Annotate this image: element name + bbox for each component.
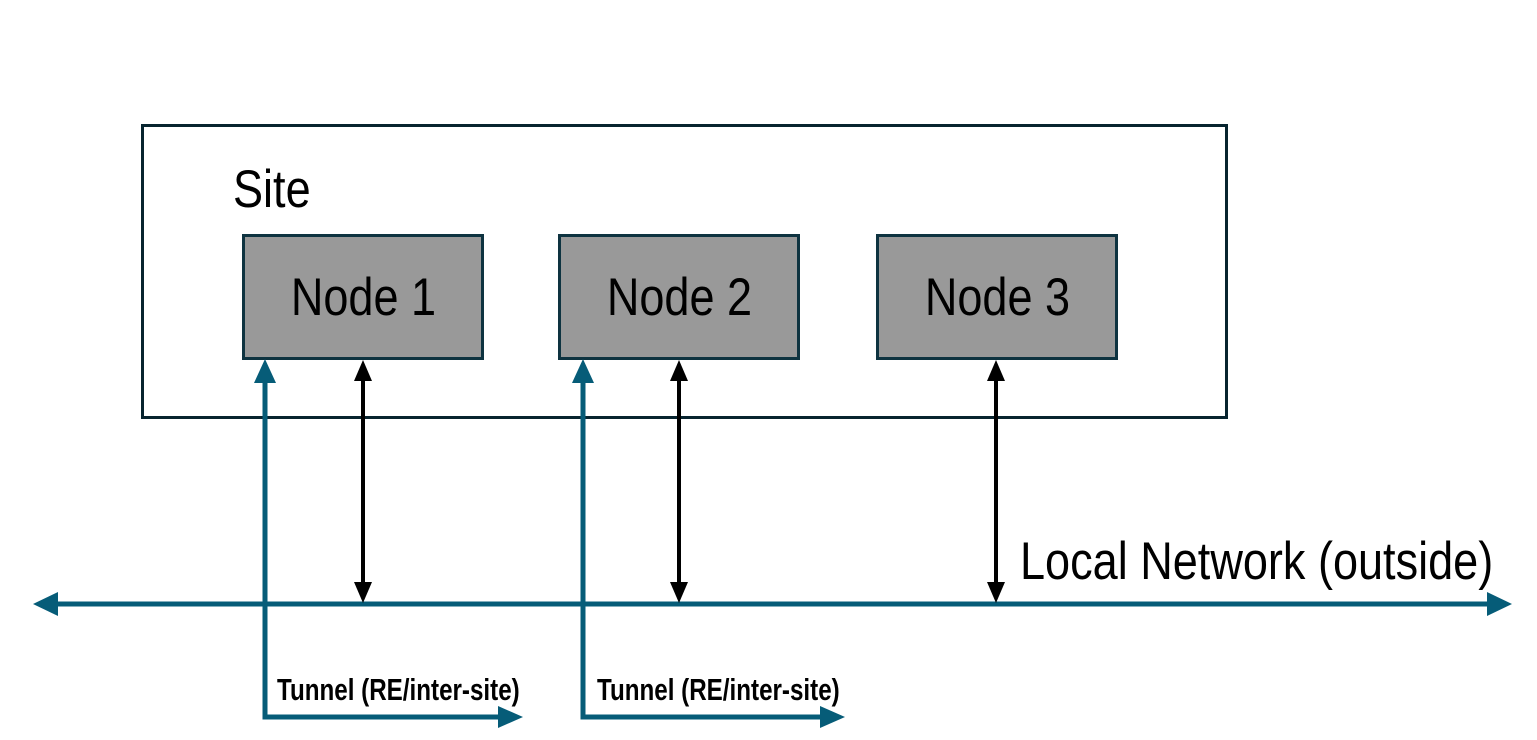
local-network-bus-arrow-icon [33, 592, 1512, 616]
tunnel-2-elbow-arrow-icon [572, 359, 845, 728]
node-3-label: Node 3 [924, 267, 1070, 327]
site-label: Site [233, 160, 311, 219]
tunnel-1-elbow-arrow-icon [254, 359, 523, 728]
node-box-2: Node 2 [558, 234, 800, 360]
local-network-label: Local Network (outside) [1020, 532, 1494, 591]
node-2-network-link-arrow-icon [670, 360, 688, 603]
node-box-3: Node 3 [876, 234, 1118, 360]
tunnel-2-label: Tunnel (RE/inter-site) [597, 672, 840, 707]
site-box [141, 124, 1228, 419]
tunnel-1-label: Tunnel (RE/inter-site) [277, 672, 520, 707]
node-1-label: Node 1 [290, 267, 436, 327]
node-box-1: Node 1 [242, 234, 484, 360]
node-1-network-link-arrow-icon [354, 360, 372, 603]
node-3-network-link-arrow-icon [987, 360, 1005, 603]
node-2-label: Node 2 [606, 267, 752, 327]
